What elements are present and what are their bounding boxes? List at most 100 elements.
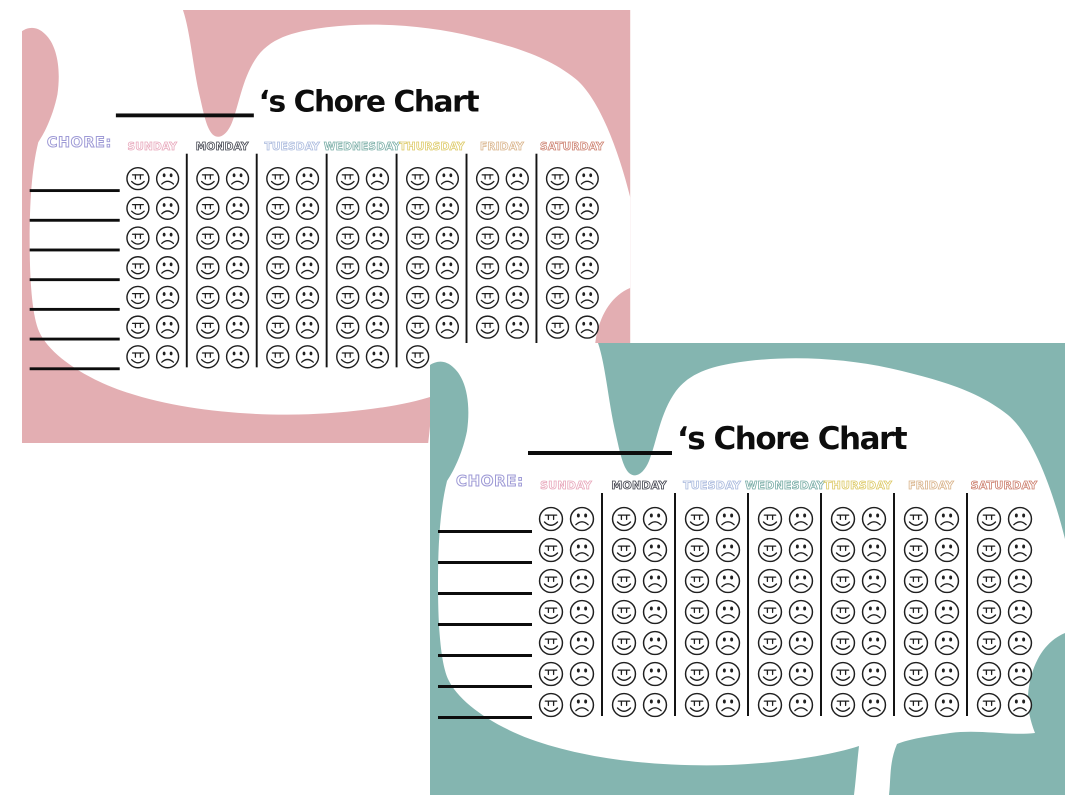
sad-face-icon — [435, 255, 459, 279]
face-pair — [328, 223, 397, 253]
face-pair — [258, 193, 327, 223]
sad-face-icon — [569, 630, 594, 655]
sad-face-icon — [569, 506, 594, 531]
sad-face-icon — [861, 599, 886, 624]
sad-face-icon — [934, 692, 959, 717]
sad-face-icon — [642, 537, 667, 562]
sad-face-icon — [715, 692, 740, 717]
day-column-saturday — [537, 163, 606, 371]
face-pair — [188, 163, 257, 193]
day-header-saturday: SATURDAY — [970, 479, 1038, 493]
face-pair — [258, 341, 327, 371]
face-pair — [188, 193, 257, 223]
sad-face-icon — [861, 692, 886, 717]
sad-face-icon — [155, 166, 179, 190]
sad-face-icon — [788, 506, 813, 531]
happy-face-icon — [611, 537, 636, 562]
column-divider — [673, 493, 676, 716]
chore-write-line — [438, 716, 532, 719]
name-blank-line — [115, 113, 254, 118]
happy-face-icon — [976, 692, 1001, 717]
card-title: ‘s Chore Chart — [528, 407, 908, 457]
day-column-tuesday — [676, 503, 748, 720]
chore-column-label: CHORE: — [456, 472, 524, 491]
face-pair — [676, 534, 748, 565]
happy-face-icon — [545, 196, 569, 220]
sad-face-icon — [155, 344, 179, 368]
column-divider — [255, 153, 258, 368]
day-column-sunday — [530, 503, 602, 720]
happy-face-icon — [757, 506, 782, 531]
face-pair — [118, 193, 187, 223]
day-column-monday — [188, 163, 257, 371]
face-pair — [537, 193, 606, 223]
happy-face-icon — [538, 661, 563, 686]
face-pair — [467, 163, 536, 193]
face-pair — [118, 163, 187, 193]
happy-face-icon — [335, 285, 359, 309]
day-column-sunday — [118, 163, 187, 371]
sad-face-icon — [435, 166, 459, 190]
sad-face-icon — [934, 537, 959, 562]
happy-face-icon — [976, 506, 1001, 531]
happy-face-icon — [265, 285, 289, 309]
happy-face-icon — [976, 661, 1001, 686]
sad-face-icon — [365, 314, 389, 339]
day-column-tuesday — [258, 163, 327, 371]
happy-face-icon — [684, 630, 709, 655]
face-pair — [822, 689, 894, 720]
chore-write-line — [438, 592, 532, 595]
sad-face-icon — [435, 196, 459, 220]
face-pair — [749, 565, 821, 596]
sad-face-icon — [225, 285, 249, 309]
face-pair — [118, 341, 187, 371]
happy-face-icon — [195, 255, 220, 279]
day-header-saturday: SATURDAY — [539, 140, 604, 153]
happy-face-icon — [335, 225, 359, 250]
sad-face-icon — [934, 568, 959, 593]
happy-face-icon — [195, 285, 220, 309]
day-column-thursday — [398, 163, 467, 371]
happy-face-icon — [830, 661, 855, 686]
sad-face-icon — [365, 285, 389, 309]
face-pair — [537, 223, 606, 253]
face-pair — [530, 596, 602, 627]
face-pair — [968, 534, 1040, 565]
face-pair — [398, 282, 467, 312]
day-header-thursday: THURSDAY — [823, 479, 893, 493]
sad-face-icon — [575, 196, 599, 220]
sad-face-icon — [861, 568, 886, 593]
face-pair — [895, 503, 967, 534]
face-pair — [328, 163, 397, 193]
happy-face-icon — [195, 344, 220, 368]
face-pair — [603, 658, 675, 689]
day-column-friday — [895, 503, 967, 720]
happy-face-icon — [405, 255, 429, 279]
face-pair — [822, 565, 894, 596]
face-pair — [895, 689, 967, 720]
sad-face-icon — [155, 225, 179, 250]
happy-face-icon — [830, 568, 855, 593]
chore-write-line — [29, 307, 120, 311]
happy-face-icon — [757, 661, 782, 686]
happy-face-icon — [684, 692, 709, 717]
chore-write-line — [29, 218, 120, 222]
face-pair — [328, 252, 397, 282]
face-pair — [188, 223, 257, 253]
face-pair — [895, 534, 967, 565]
card-title: ‘s Chore Chart — [115, 71, 480, 119]
happy-face-icon — [830, 537, 855, 562]
chore-write-line — [29, 337, 120, 341]
sad-face-icon — [505, 255, 529, 279]
face-pair — [676, 658, 748, 689]
sad-face-icon — [295, 314, 319, 339]
face-pair — [537, 163, 606, 193]
sad-face-icon — [575, 255, 599, 279]
face-pair — [822, 658, 894, 689]
sad-face-icon — [642, 599, 667, 624]
happy-face-icon — [405, 225, 429, 250]
face-pair — [118, 312, 187, 342]
sad-face-icon — [295, 285, 319, 309]
face-pair — [537, 312, 606, 342]
